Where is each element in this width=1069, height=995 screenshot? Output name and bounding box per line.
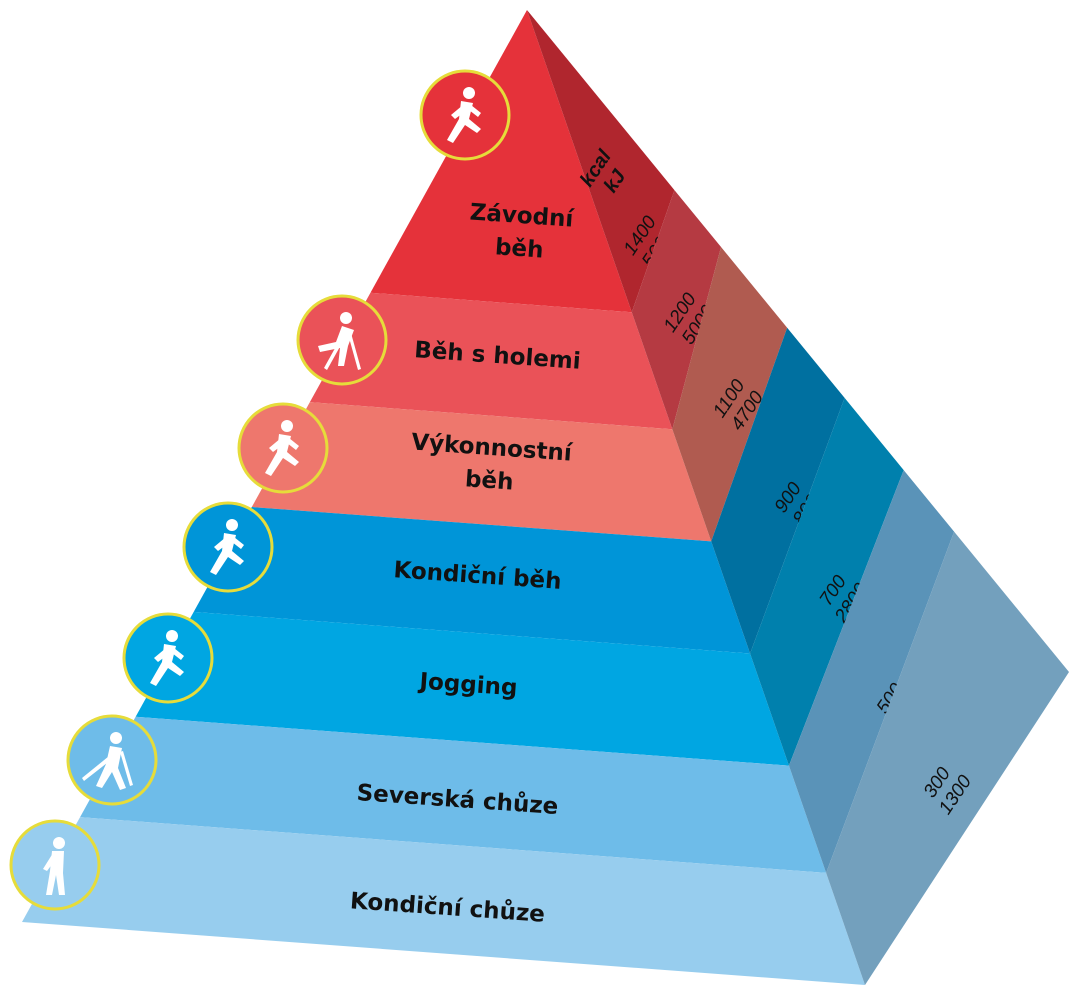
level-side-face: [750, 397, 904, 766]
level-front-face: [370, 10, 632, 313]
level-front-face: [309, 292, 673, 430]
level-side-face: [672, 246, 788, 542]
walking-icon: [9, 819, 101, 911]
level-front-face: [135, 611, 789, 766]
figure-silhouette: [210, 519, 244, 575]
level-title: Závodníběh: [467, 199, 576, 265]
level-side-face: [527, 10, 675, 313]
figure-silhouette: [265, 420, 299, 476]
jogging-icon: [122, 612, 214, 704]
running-icon: [182, 501, 274, 593]
level-side-face: [826, 531, 1069, 985]
level-front-face: [251, 402, 712, 542]
level-side-face: [631, 190, 722, 430]
level-title-line: běh: [494, 234, 544, 263]
level-front-face: [22, 817, 865, 985]
pyramid-level: Závodníběh14005600: [370, 10, 679, 313]
figure-silhouette: [82, 732, 133, 790]
figure-silhouette: [43, 837, 65, 895]
nordic-walking-icon: [66, 714, 158, 806]
level-title-line: běh: [464, 466, 514, 495]
level-front-face: [80, 716, 827, 873]
level-side-face: [711, 327, 845, 654]
level-front-face: [193, 507, 751, 654]
running-icon: [237, 402, 329, 494]
level-side-face: [788, 470, 955, 873]
pole-running-icon: [296, 294, 388, 386]
figure-silhouette: [447, 87, 481, 143]
pyramid-level: Kondiční běh900800: [193, 327, 845, 654]
figure-silhouette: [318, 312, 361, 370]
running-icon: [419, 69, 511, 161]
figure-silhouette: [150, 630, 184, 686]
